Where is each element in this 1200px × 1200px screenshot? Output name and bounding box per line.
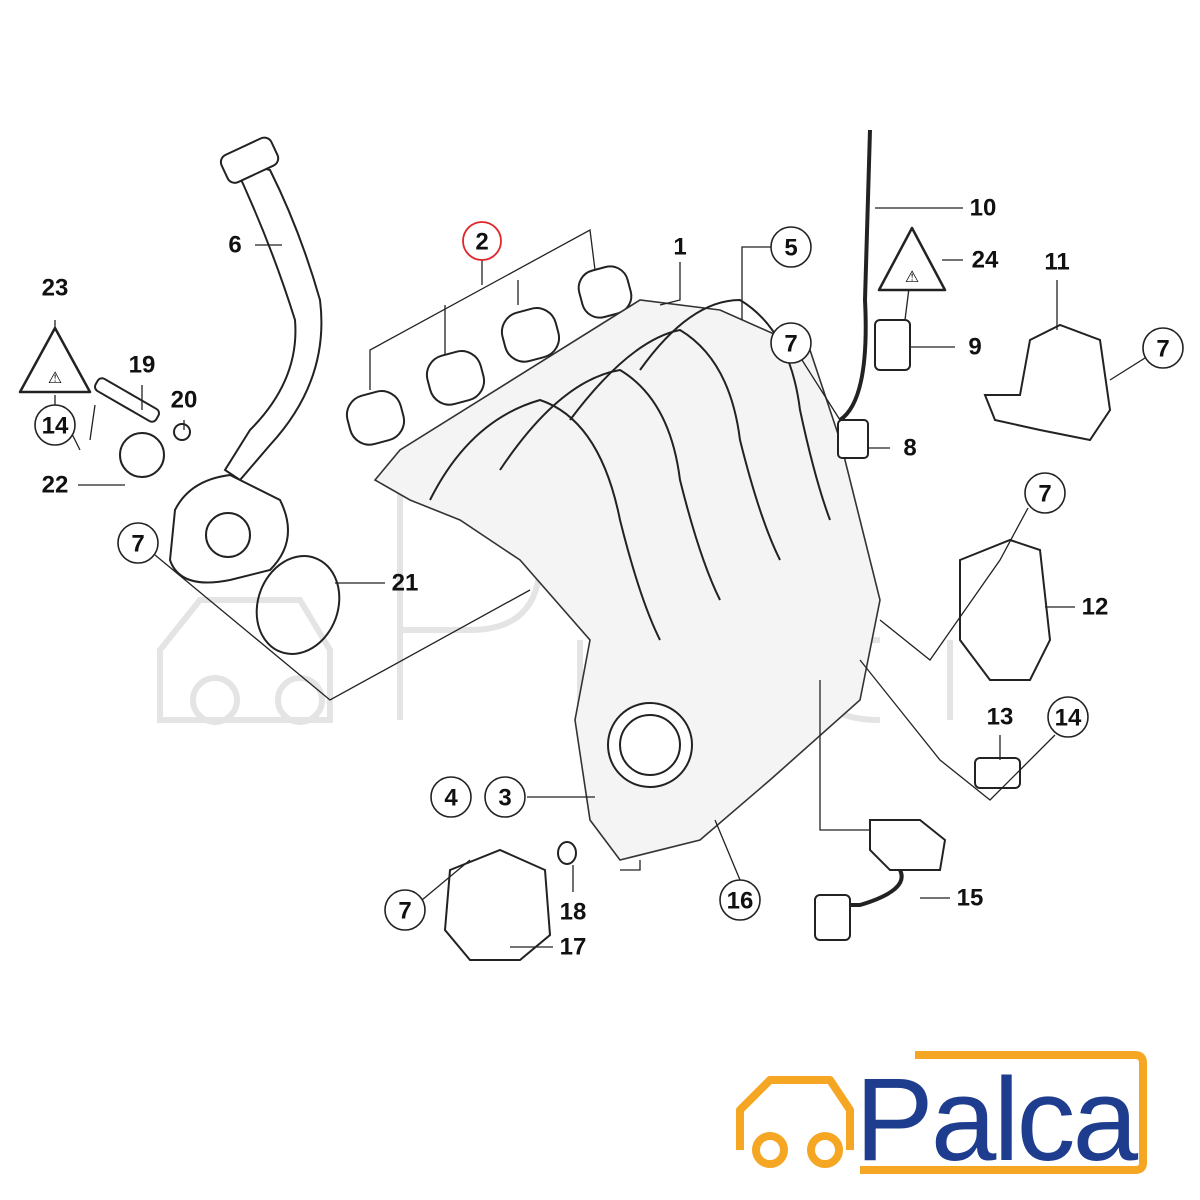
callout-7[interactable]: 7 (398, 898, 411, 925)
callout-22[interactable]: 22 (42, 472, 69, 499)
callout-7[interactable]: 7 (131, 531, 144, 558)
callout-2-highlighted[interactable]: 2 (475, 229, 488, 256)
part-gaskets[interactable] (342, 262, 635, 449)
callout-14[interactable]: 14 (42, 413, 69, 440)
callout-19[interactable]: 19 (129, 352, 156, 379)
callout-5[interactable]: 5 (784, 235, 797, 262)
callout-10[interactable]: 10 (970, 195, 997, 222)
warning-triangle-icon: ⚠ (18, 326, 92, 394)
callout-21[interactable]: 21 (392, 570, 419, 597)
callout-1[interactable]: 1 (673, 234, 686, 261)
callout-20[interactable]: 20 (171, 387, 198, 414)
callout-circles (34, 221, 1184, 931)
part-intake-manifold[interactable] (373, 298, 881, 861)
callout-15[interactable]: 15 (957, 885, 984, 912)
part-brackets[interactable] (443, 129, 1112, 961)
callout-labels: 1 2 3 4 5 6 7 7 7 7 7 8 9 10 11 12 13 14… (42, 195, 1170, 961)
callout-24[interactable]: 24 (972, 247, 999, 274)
warning-triangle-icon: ⚠ (877, 226, 947, 292)
callout-9[interactable]: 9 (968, 334, 981, 361)
callout-7[interactable]: 7 (784, 331, 797, 358)
svg-text:⚠: ⚠ (48, 368, 62, 387)
callout-4[interactable]: 4 (444, 785, 458, 812)
callout-23[interactable]: 23 (42, 275, 69, 302)
callout-7[interactable]: 7 (1038, 481, 1051, 508)
callout-14[interactable]: 14 (1055, 705, 1082, 732)
logo-text: Palca (855, 1054, 1139, 1186)
callout-12[interactable]: 12 (1082, 594, 1109, 621)
callout-16[interactable]: 16 (727, 888, 754, 915)
callout-13[interactable]: 13 (987, 704, 1014, 731)
callout-17[interactable]: 17 (560, 934, 587, 961)
svg-text:⚠: ⚠ (905, 267, 919, 286)
callout-6[interactable]: 6 (228, 232, 241, 259)
callout-7[interactable]: 7 (1156, 336, 1169, 363)
callout-11[interactable]: 11 (1044, 249, 1069, 276)
callout-3[interactable]: 3 (498, 785, 511, 812)
callout-18[interactable]: 18 (560, 899, 587, 926)
leader-lines (54, 207, 1146, 948)
palca-logo: Palca (736, 1051, 1147, 1186)
part-valve-housing[interactable] (93, 376, 352, 665)
callout-8[interactable]: 8 (903, 435, 916, 462)
car-icon (736, 1076, 854, 1150)
part-hose[interactable] (218, 135, 323, 482)
